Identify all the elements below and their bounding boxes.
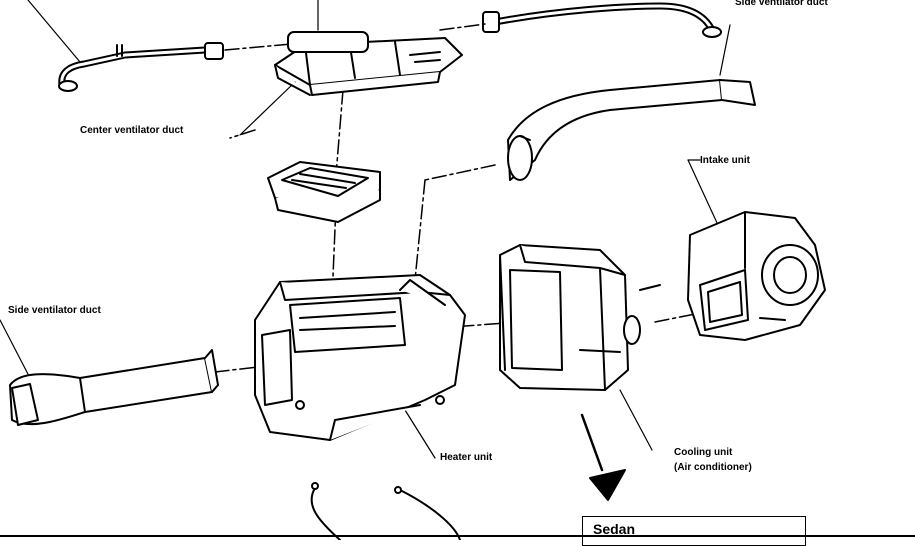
sedan-title: Sedan bbox=[593, 521, 636, 537]
control-cables bbox=[310, 482, 461, 540]
cooling-unit bbox=[499, 244, 661, 391]
center-ventilator-duct bbox=[274, 31, 463, 96]
leader-lines bbox=[0, 0, 731, 459]
label-intake-unit: Intake unit bbox=[700, 155, 751, 166]
label-side-ventilator-duct-left: Side ventilator duct bbox=[8, 305, 101, 316]
center-grille bbox=[267, 161, 381, 223]
defroster-hose-left bbox=[58, 42, 224, 92]
defroster-hose-right bbox=[482, 2, 722, 38]
side-ventilator-duct-left bbox=[9, 349, 219, 426]
label-heater-unit: Heater unit bbox=[440, 452, 493, 463]
heater-unit bbox=[254, 274, 466, 441]
label-cooling-unit: Cooling unit bbox=[674, 447, 733, 458]
side-ventilator-duct-right bbox=[507, 79, 756, 181]
label-side-ventilator-duct-top: Side ventilator duct bbox=[735, 0, 828, 8]
sedan-box: Sedan bbox=[582, 516, 806, 546]
label-center-ventilator-duct: Center ventilator duct bbox=[80, 125, 184, 136]
label-air-conditioner: (Air conditioner) bbox=[674, 462, 752, 473]
bottom-rule bbox=[0, 535, 915, 537]
pointer-arrow bbox=[580, 413, 626, 501]
intake-unit bbox=[687, 211, 826, 341]
